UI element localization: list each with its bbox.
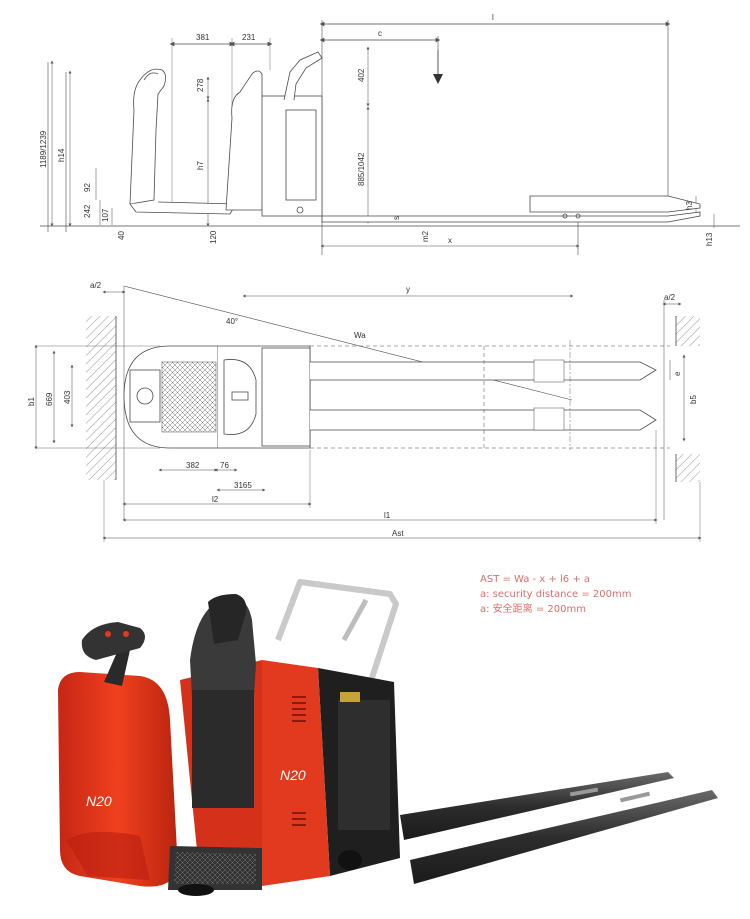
dim-92: 92 xyxy=(83,183,92,192)
dim-278: 278 xyxy=(196,78,205,92)
dim-y: y xyxy=(406,285,410,294)
formula-note: AST = Wa - x + l6 + a a: security distan… xyxy=(480,574,631,615)
dim-231: 231 xyxy=(242,33,256,42)
dim-x: x xyxy=(448,236,452,245)
dim-120: 120 xyxy=(209,230,218,244)
dim-e: e xyxy=(673,371,682,376)
formula-line-ast: AST = Wa - x + l6 + a xyxy=(480,574,590,585)
model-badge-front: N20 xyxy=(86,793,112,809)
dim-c: c xyxy=(378,29,382,38)
side-vent xyxy=(292,696,306,826)
dim-242: 242 xyxy=(83,204,92,218)
dim-a2-left: a/2 xyxy=(90,281,102,290)
dim-l2: l2 xyxy=(212,495,219,504)
formula-line-security-cn: a: 安全距离 = 200mm xyxy=(480,602,586,615)
dim-382: 382 xyxy=(186,461,200,470)
dim-ast: Ast xyxy=(392,529,404,538)
dim-107: 107 xyxy=(101,208,110,222)
dim-669: 669 xyxy=(45,392,54,406)
dim-b1: b1 xyxy=(27,397,36,406)
dim-h13: h13 xyxy=(705,232,714,246)
model-badge-side: N20 xyxy=(280,767,306,783)
side-view-drawing xyxy=(40,20,740,255)
dim-h14: h14 xyxy=(57,148,66,162)
top-view-drawing xyxy=(34,285,702,542)
dim-402: 402 xyxy=(357,68,366,82)
dim-l1: l1 xyxy=(384,511,391,520)
dim-angle: 40° xyxy=(226,317,238,326)
dim-1189: 1189/1239 xyxy=(39,130,48,168)
dim-l: l xyxy=(492,13,494,22)
dim-m2: m2 xyxy=(421,230,430,242)
formula-line-security-en: a: security distance = 200mm xyxy=(480,589,631,600)
dim-3165: 3165 xyxy=(234,481,252,490)
top-view-labels: a/2 a/2 y Wa 40° b1 669 403 e b5 382 76 … xyxy=(27,281,698,538)
dim-h7: h7 xyxy=(196,161,205,170)
dim-a2-right: a/2 xyxy=(664,293,676,302)
dim-wa: Wa xyxy=(354,331,366,340)
dim-b5: b5 xyxy=(689,395,698,404)
dim-s: s xyxy=(392,216,401,220)
dim-885: 885/1042 xyxy=(357,152,366,186)
dim-403: 403 xyxy=(63,390,72,404)
side-view-labels: l c 381 231 278 h7 402 885/1042 1189/123… xyxy=(39,13,714,246)
dim-40: 40 xyxy=(117,231,126,240)
dim-76: 76 xyxy=(220,461,229,470)
dim-381: 381 xyxy=(196,33,210,42)
dim-h3: h3 xyxy=(685,201,694,210)
pallet-truck-photo: N20 N20 xyxy=(58,579,718,896)
